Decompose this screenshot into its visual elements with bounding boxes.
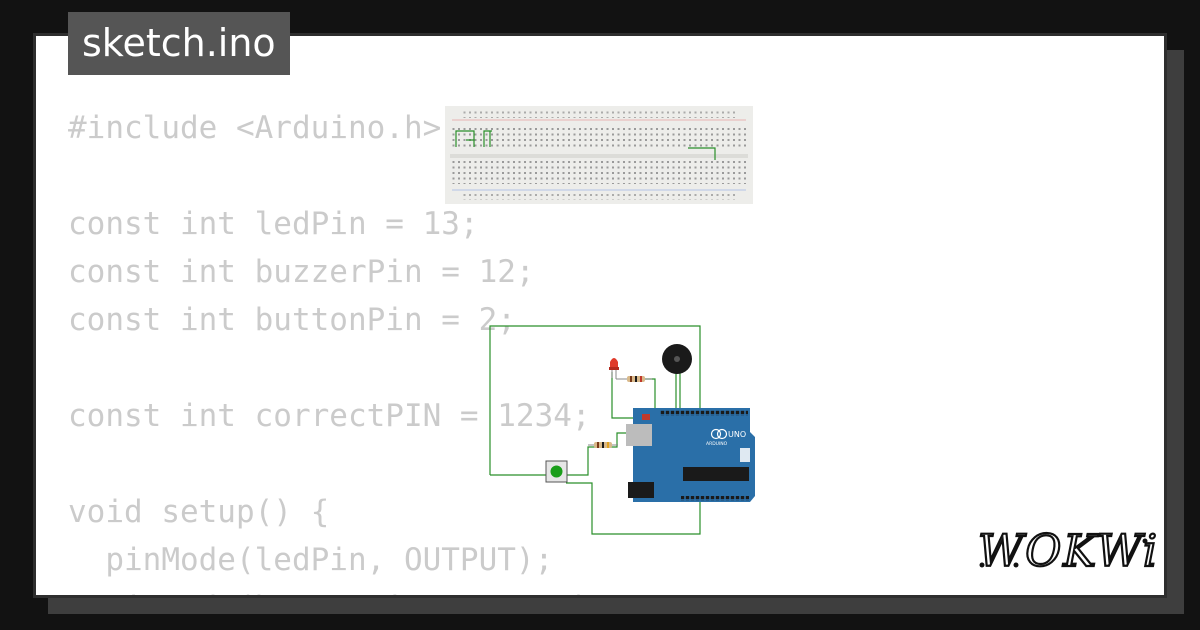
code-line: const int buzzerPin = 12; bbox=[68, 254, 535, 290]
code-view: #include <Arduino.h> const int ledPin = 1… bbox=[68, 104, 609, 595]
wires bbox=[489, 325, 701, 535]
code-line: pinMode(ledPin, OUTPUT); bbox=[68, 542, 554, 578]
buzzer[interactable] bbox=[662, 344, 692, 374]
power-jack bbox=[628, 482, 654, 498]
breadboard[interactable] bbox=[445, 106, 753, 204]
microcontroller-chip bbox=[683, 467, 749, 481]
resistor-led[interactable] bbox=[616, 376, 652, 382]
arduino-uno-board[interactable]: UNO ARDUINO bbox=[626, 408, 755, 502]
board-model-label: UNO bbox=[728, 430, 746, 439]
code-line: pinMode(buzzerPin, OUTPUT); bbox=[68, 584, 609, 595]
code-line: void setup() { bbox=[68, 494, 330, 530]
wokwi-logo: WOKWi bbox=[977, 525, 1159, 578]
code-line: const int buttonPin = 2; bbox=[68, 302, 516, 338]
code-line: #include <Arduino.h> bbox=[68, 110, 442, 146]
code-line: const int ledPin = 13; bbox=[68, 206, 479, 242]
code-line: const int correctPIN = 1234; bbox=[68, 398, 591, 434]
wokwi-logo-text: WOKWi bbox=[978, 526, 1159, 577]
usb-port bbox=[626, 424, 652, 446]
resistor-button[interactable] bbox=[588, 442, 618, 448]
led[interactable] bbox=[609, 358, 619, 379]
pushbutton[interactable] bbox=[545, 460, 568, 483]
board-brand-label: ARDUINO bbox=[706, 441, 728, 447]
sketch-title-tab[interactable]: sketch.ino bbox=[68, 12, 290, 75]
